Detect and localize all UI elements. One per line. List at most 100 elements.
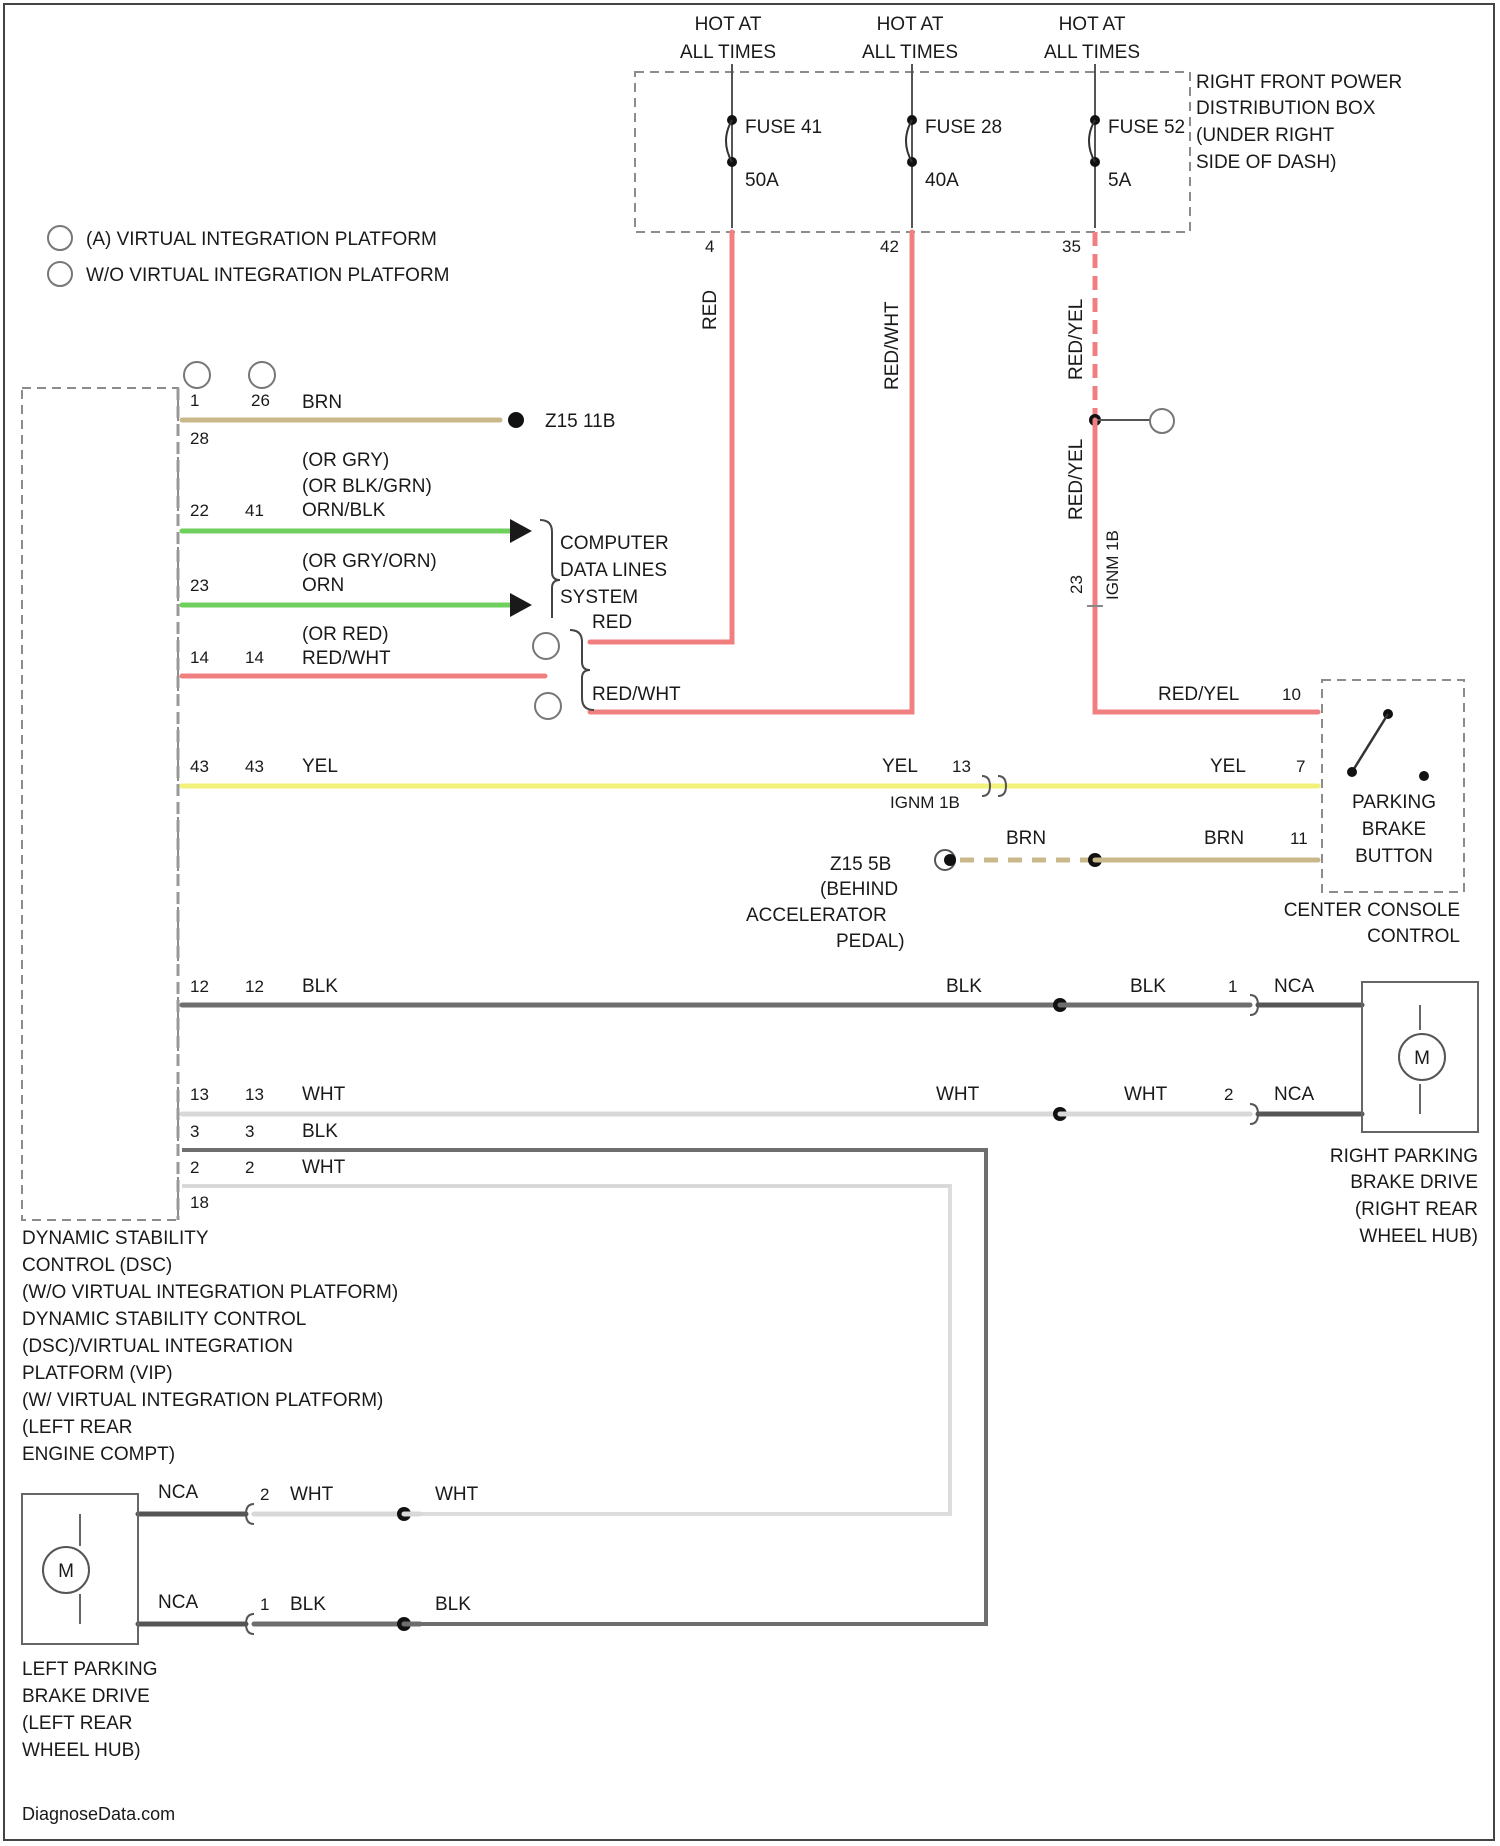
wire-redyel-v-label: RED/YEL — [1066, 439, 1087, 520]
right-motor-4: WHEEL HUB) — [1359, 1226, 1478, 1247]
yel-3: YEL — [1210, 756, 1246, 777]
fuse-52-amp: 5A — [1108, 170, 1132, 191]
blk-2: BLK — [946, 976, 982, 997]
pdb-label-3: (UNDER RIGHT — [1196, 125, 1335, 146]
legend-a: (A) VIRTUAL INTEGRATION PLATFORM — [86, 229, 437, 250]
hot-label-1b: ALL TIMES — [680, 42, 776, 63]
switch-box-2: CONTROL — [1367, 926, 1460, 947]
redwht-2: RED/WHT — [592, 684, 681, 705]
pin-2a: 2 — [190, 1158, 199, 1177]
right-motor-3: (RIGHT REAR — [1355, 1199, 1478, 1220]
hot-label-2a: HOT AT — [877, 14, 944, 35]
module-name-2: CONTROL (DSC) — [22, 1255, 172, 1276]
left-parking-brake-drive: M LEFT PARKING BRAKE DRIVE (LEFT REAR WH… — [22, 1494, 158, 1761]
opt-1: (OR GRY) — [302, 450, 389, 471]
power-distribution-box: HOT AT ALL TIMES HOT AT ALL TIMES HOT AT… — [635, 14, 1402, 256]
pin-1r: 1 — [1228, 977, 1237, 996]
opt-2: (OR BLK/GRN) — [302, 476, 432, 497]
pin-1l: 1 — [260, 1595, 269, 1614]
pin-13b: 13 — [245, 1085, 264, 1104]
pdb-label-2: DISTRIBUTION BOX — [1196, 98, 1376, 119]
ground-2: Z15 5B — [830, 854, 891, 875]
wht-4: WHT — [302, 1157, 346, 1178]
module-name-3: (W/O VIRTUAL INTEGRATION PLATFORM) — [22, 1282, 398, 1303]
hot-label-1a: HOT AT — [695, 14, 762, 35]
pin-35: 35 — [1062, 237, 1081, 256]
blk-6: BLK — [435, 1594, 471, 1615]
nca-2: NCA — [1274, 1084, 1314, 1105]
nca-3: NCA — [158, 1482, 198, 1503]
pin-13: 13 — [952, 757, 971, 776]
opt-3: (OR GRY/ORN) — [302, 551, 437, 572]
left-motor-loop: 3 3 BLK 2 2 WHT 18 — [182, 1121, 986, 1624]
ground-2-note-2: ACCELERATOR — [746, 905, 887, 926]
pin-4: 4 — [705, 237, 714, 256]
switch-label-1: PARKING — [1352, 792, 1436, 813]
feed-wires: RED RED/WHT RED/YEL RED/YEL 23 IGNM 1B — [590, 232, 1318, 712]
nca-1: NCA — [1274, 976, 1314, 997]
wire-redyel-label: RED/YEL — [1066, 299, 1087, 380]
pin-12a: 12 — [190, 977, 209, 996]
orn-blk: ORN/BLK — [302, 500, 386, 521]
wire-redwht-label: RED/WHT — [882, 301, 903, 390]
module-name-4: DYNAMIC STABILITY CONTROL — [22, 1309, 306, 1330]
pin-13a: 13 — [190, 1085, 209, 1104]
fuse-52: FUSE 52 5A — [1089, 115, 1185, 191]
pin-41: 41 — [245, 501, 264, 520]
fuse-28-amp: 40A — [925, 170, 959, 191]
left-motor-4: WHEEL HUB) — [22, 1740, 141, 1761]
module-name-1: DYNAMIC STABILITY — [22, 1228, 209, 1249]
hot-label-3a: HOT AT — [1059, 14, 1126, 35]
pin-7: 7 — [1296, 757, 1305, 776]
pin-11: 11 — [1290, 829, 1308, 848]
fuse-52-label: FUSE 52 — [1108, 117, 1185, 138]
blk-5: BLK — [290, 1594, 326, 1615]
legend: (A) VIRTUAL INTEGRATION PLATFORM W/O VIR… — [48, 226, 450, 286]
left-motor-2: BRAKE DRIVE — [22, 1686, 150, 1707]
legend-symbol-a — [48, 226, 72, 250]
right-motor-1: RIGHT PARKING — [1330, 1146, 1478, 1167]
yel: YEL — [302, 756, 338, 777]
blk-3: BLK — [1130, 976, 1166, 997]
dsc-module-box — [22, 388, 178, 1220]
module-name-5: (DSC)/VIRTUAL INTEGRATION — [22, 1336, 293, 1357]
pin-top-a: 1 — [190, 391, 199, 410]
pin-14a: 14 — [190, 648, 209, 667]
wire-wht-right-motor: 13 13 WHT WHT WHT 2 NCA — [182, 1084, 1362, 1124]
fuse-41-amp: 50A — [745, 170, 779, 191]
pin-22: 22 — [190, 501, 209, 520]
brn-pin: 28 — [190, 429, 209, 448]
hot-label-3b: ALL TIMES — [1044, 42, 1140, 63]
pin-3a: 3 — [190, 1122, 199, 1141]
wire-blk-right-motor: 12 12 BLK BLK BLK 1 NCA — [182, 976, 1362, 1015]
left-motor-symbol: M — [58, 1561, 74, 1582]
ground-2-note-1: (BEHIND — [820, 879, 898, 900]
parking-brake-button: PARKING BRAKE BUTTON CENTER CONSOLE CONT… — [1284, 680, 1464, 947]
opt-4: (OR RED) — [302, 624, 389, 645]
pin-43b: 43 — [245, 757, 264, 776]
wire-yel: 43 43 YEL YEL 13 IGNM 1B YEL 7 — [182, 756, 1318, 812]
conn-symbol-b — [249, 362, 275, 388]
redyel: RED/YEL — [1158, 684, 1239, 705]
brn-ground: Z15 11B — [545, 411, 615, 432]
wht-6: WHT — [435, 1484, 479, 1505]
pin-42: 42 — [880, 237, 899, 256]
switch-box-1: CENTER CONSOLE — [1284, 900, 1460, 921]
brn-2: BRN — [1006, 828, 1046, 849]
brn-color: BRN — [302, 392, 342, 413]
wire-red-label: RED — [700, 290, 721, 330]
left-motor-1: LEFT PARKING — [22, 1659, 158, 1680]
right-motor-2: BRAKE DRIVE — [1350, 1172, 1478, 1193]
module-name-7: (W/ VIRTUAL INTEGRATION PLATFORM) — [22, 1390, 383, 1411]
wire-wht-left-motor: NCA 2 WHT WHT — [138, 1482, 479, 1524]
conn-symbol-a — [184, 362, 210, 388]
wire-blk-left-motor: NCA 1 BLK BLK — [138, 1592, 471, 1634]
dsc-module-label: DYNAMIC STABILITY CONTROL (DSC) (W/O VIR… — [22, 1228, 398, 1465]
blk-1: BLK — [302, 976, 338, 997]
wire-redwht-module: (OR RED) RED/WHT 14 14 RED/WHT — [182, 624, 681, 719]
module-name-9: ENGINE COMPT) — [22, 1444, 175, 1465]
pin-23: 23 — [190, 576, 209, 595]
nca-4: NCA — [158, 1592, 198, 1613]
pin-18: 18 — [190, 1193, 209, 1212]
